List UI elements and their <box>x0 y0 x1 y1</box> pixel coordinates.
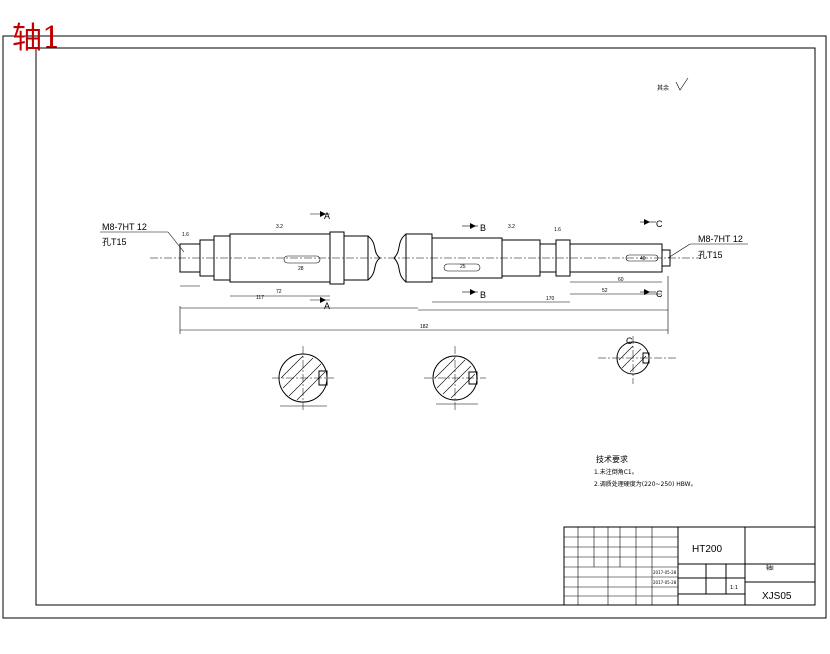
dim-60: 60 <box>618 277 624 283</box>
break-left <box>367 235 381 281</box>
surface-note: 其余 <box>657 84 669 92</box>
right-hole-depth: 孔T15 <box>698 250 723 260</box>
left-hole-depth: 孔T15 <box>102 237 127 247</box>
right-keyway <box>625 254 659 262</box>
dim-170: 170 <box>546 296 555 302</box>
part-name: 轴I <box>766 564 774 572</box>
section-view-c: C <box>598 336 676 384</box>
break-right <box>393 233 407 283</box>
roughness-symbol <box>675 77 689 91</box>
dim-72: 72 <box>276 289 282 295</box>
material: HT200 <box>692 544 722 555</box>
shaft-main-view <box>150 231 700 285</box>
dim-28: 28 <box>298 266 304 272</box>
left-keyway <box>283 255 321 264</box>
inner-frame <box>35 47 816 606</box>
date-2: 2017-05-28 <box>653 580 677 585</box>
section-view-b <box>424 346 486 410</box>
tech-requirements: 技术要求 1.未注倒角C1。 2.调质处理硬度为(220~250) HBW。 <box>594 454 697 488</box>
outer-frame <box>2 35 827 619</box>
drawing-number: XJS05 <box>762 591 792 602</box>
dim-keyway-c: 40 <box>640 256 646 262</box>
left-neck <box>343 235 369 281</box>
dim-52: 52 <box>602 288 608 294</box>
drawing-title: 轴1 <box>12 21 61 56</box>
tech-item-1: 1.未注倒角C1。 <box>594 468 638 476</box>
rough-3: 1.6 <box>554 227 561 233</box>
title-block: HT200 轴I XJS05 1:1 2017-05-28 2017-05-28 <box>563 526 816 606</box>
tech-item-2: 2.调质处理硬度为(220~250) HBW。 <box>594 480 697 488</box>
tech-heading: 技术要求 <box>596 454 628 464</box>
section-label-b-top: B <box>480 223 486 233</box>
section-label-c-top: C <box>656 219 663 229</box>
section-label-c-view: C <box>626 336 633 346</box>
rough-2: 3.2 <box>276 224 283 230</box>
date-1: 2017-05-28 <box>653 570 677 575</box>
right-end-cap <box>661 249 671 267</box>
section-view-a <box>272 346 334 410</box>
section-label-a-bottom: A <box>324 301 330 311</box>
right-hole-thread: M8-7HT 12 <box>698 234 743 244</box>
dim-117: 117 <box>256 295 264 301</box>
dimension-lines: 117 72 28 182 170 52 60 25 40 1.6 3.2 1.… <box>179 224 669 334</box>
rough-1: 1.6 <box>182 232 189 238</box>
middle-keyway <box>443 263 481 272</box>
section-label-b-bottom: B <box>480 290 486 300</box>
section-markers: A A B B C C <box>310 211 663 311</box>
dim-overall: 182 <box>420 324 429 330</box>
rough-4: 3.2 <box>508 224 515 230</box>
dim-keyway-b: 25 <box>460 264 466 270</box>
left-hole-thread: M8-7HT 12 <box>102 222 147 232</box>
scale: 1:1 <box>730 585 738 591</box>
section-label-a-top: A <box>324 211 330 221</box>
